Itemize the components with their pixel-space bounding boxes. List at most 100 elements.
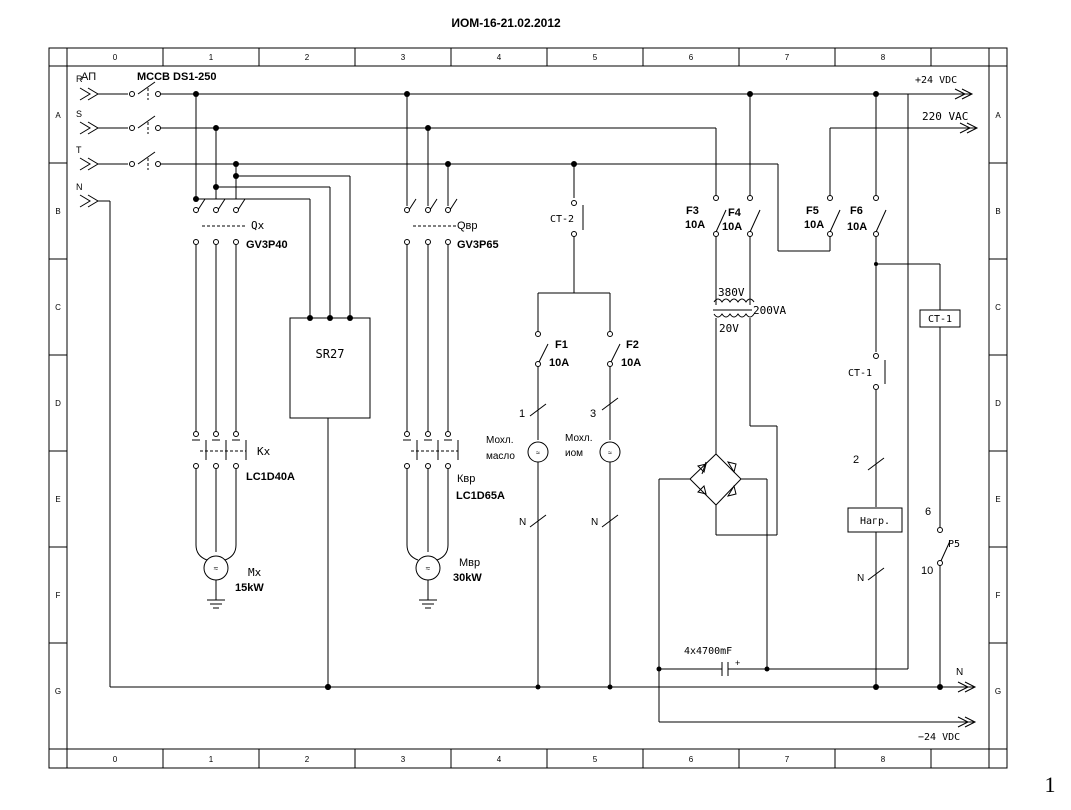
mvr-power: 30kW: [453, 572, 482, 584]
kx-tag: Kx: [257, 445, 271, 458]
row-label-left: E: [55, 495, 60, 504]
row-label-right: C: [995, 303, 1001, 312]
mvr-tag: Mвр: [459, 557, 480, 569]
breaker-model: MCCB DS1-250: [137, 71, 216, 83]
ct2-label: CT-2: [550, 214, 574, 225]
phase-s-label: S: [76, 109, 82, 119]
col-label-top: 7: [785, 53, 790, 62]
breaker-label: АП: [81, 71, 96, 83]
page-number: 1: [1045, 772, 1056, 797]
motor-vr-branch: ≈ Qвр GV3P65 Квр LC1D65A Mвр 30kW: [403, 91, 505, 609]
phase-r-label: R: [76, 74, 83, 84]
minus24-label: −24 VDC: [918, 732, 960, 743]
row-label-left: B: [55, 207, 60, 216]
f6-rating: 10A: [847, 221, 867, 233]
row-label-left: F: [56, 591, 61, 600]
row-label-right: D: [995, 399, 1001, 408]
sr27-module: SR27: [289, 317, 371, 690]
phase-t-label: T: [76, 145, 82, 155]
row-label-right: F: [996, 591, 1001, 600]
ct1-coil-label: CT-1: [928, 314, 952, 325]
col-label-top: 2: [305, 53, 310, 62]
kvr-tag: Квр: [457, 473, 475, 485]
p5-pin-b: 10: [921, 565, 933, 577]
col-label-bottom: 6: [689, 755, 694, 764]
transformer-power: 200VA: [753, 304, 786, 317]
f4-tag: F4: [728, 207, 742, 219]
ac220-label: 220 VAC: [922, 110, 968, 123]
col-label-top: 0: [113, 53, 118, 62]
plus24-label: +24 VDC: [915, 75, 957, 86]
fan2-wire: 3: [590, 408, 596, 420]
kx-model: LC1D40A: [246, 471, 295, 483]
qvr-model: GV3P65: [457, 239, 499, 251]
ct1-contact-label: CT-1: [848, 368, 872, 379]
row-label-left: A: [55, 111, 61, 120]
kvr-model: LC1D65A: [456, 490, 505, 502]
row-label-left: G: [55, 687, 61, 696]
row-label-left: D: [55, 399, 61, 408]
drawing-title: ИОМ-16-21.02.2012: [451, 16, 561, 30]
qvr-tag: Qвр: [457, 220, 478, 232]
f6-tag: F6: [850, 205, 863, 217]
fan2-label: Мохл.: [565, 433, 593, 444]
motor-symbol: ≈: [214, 564, 219, 573]
col-label-top: 5: [593, 53, 598, 62]
fan1-n: N: [519, 517, 526, 528]
dc-supply-branch: F3 10A F4 10A 380V 200VA 20V 4x4700mF +: [656, 91, 909, 722]
transformer-primary: 380V: [718, 286, 745, 299]
fan1-wire: 1: [519, 408, 525, 420]
motor-symbol: ≈: [426, 564, 431, 573]
p5-pin-a: 6: [925, 506, 931, 518]
col-label-bottom: 5: [593, 755, 598, 764]
row-label-right: A: [995, 111, 1001, 120]
motor-x-branch: ≈ Qx GV3P40 Kx LC1D40A Mx 15kW: [192, 91, 353, 609]
f1-rating: 10A: [549, 357, 569, 369]
p5-tag: P5: [948, 539, 960, 550]
fan2-label-2: иом: [565, 448, 583, 459]
col-label-bottom: 4: [497, 755, 502, 764]
input-terminals: R S T N: [76, 74, 110, 208]
col-label-bottom: 3: [401, 755, 406, 764]
heater-label: Нагр.: [860, 516, 890, 527]
mx-tag: Mx: [248, 566, 262, 579]
f4-rating: 10A: [722, 221, 742, 233]
f5-tag: F5: [806, 205, 819, 217]
capacitor-label: 4x4700mF: [684, 646, 732, 657]
n-out-label: N: [956, 667, 963, 678]
col-label-bottom: 2: [305, 755, 310, 764]
output-terminals: +24 VDC 220 VAC N −24 VDC: [830, 75, 979, 743]
f2-tag: F2: [626, 339, 639, 351]
fan-symbol: ≈: [608, 450, 612, 457]
heater-wire: 2: [853, 454, 859, 466]
drawing-frame: [48, 47, 1008, 769]
col-label-bottom: 8: [881, 755, 886, 764]
neutral-label: N: [76, 182, 83, 192]
heater-branch: F5 10A F6 10A CT-1 CT-1 2 Нагр. N 6 P5 1…: [777, 91, 961, 690]
capacitor-polarity: +: [735, 658, 740, 668]
col-label-top: 8: [881, 53, 886, 62]
row-label-left: C: [55, 303, 61, 312]
main-breaker-ap: АП MCCB DS1-250: [81, 71, 216, 170]
f3-rating: 10A: [685, 219, 705, 231]
row-label-right: G: [995, 687, 1001, 696]
col-label-bottom: 7: [785, 755, 790, 764]
f2-rating: 10A: [621, 357, 641, 369]
row-label-right: B: [995, 207, 1000, 216]
col-label-bottom: 0: [113, 755, 118, 764]
col-label-top: 3: [401, 53, 406, 62]
f5-rating: 10A: [804, 219, 824, 231]
qx-model: GV3P40: [246, 239, 288, 251]
qx-tag: Qx: [251, 219, 265, 232]
f1-tag: F1: [555, 339, 568, 351]
col-label-top: 4: [497, 53, 502, 62]
fan1-label-2: масло: [486, 451, 515, 462]
sr27-label: SR27: [316, 347, 345, 361]
mx-power: 15kW: [235, 582, 264, 594]
fan2-n: N: [591, 517, 598, 528]
row-label-right: E: [995, 495, 1000, 504]
busbars: [109, 93, 975, 723]
col-label-top: 6: [689, 53, 694, 62]
fan-symbol: ≈: [536, 450, 540, 457]
heater-n: N: [857, 573, 864, 584]
